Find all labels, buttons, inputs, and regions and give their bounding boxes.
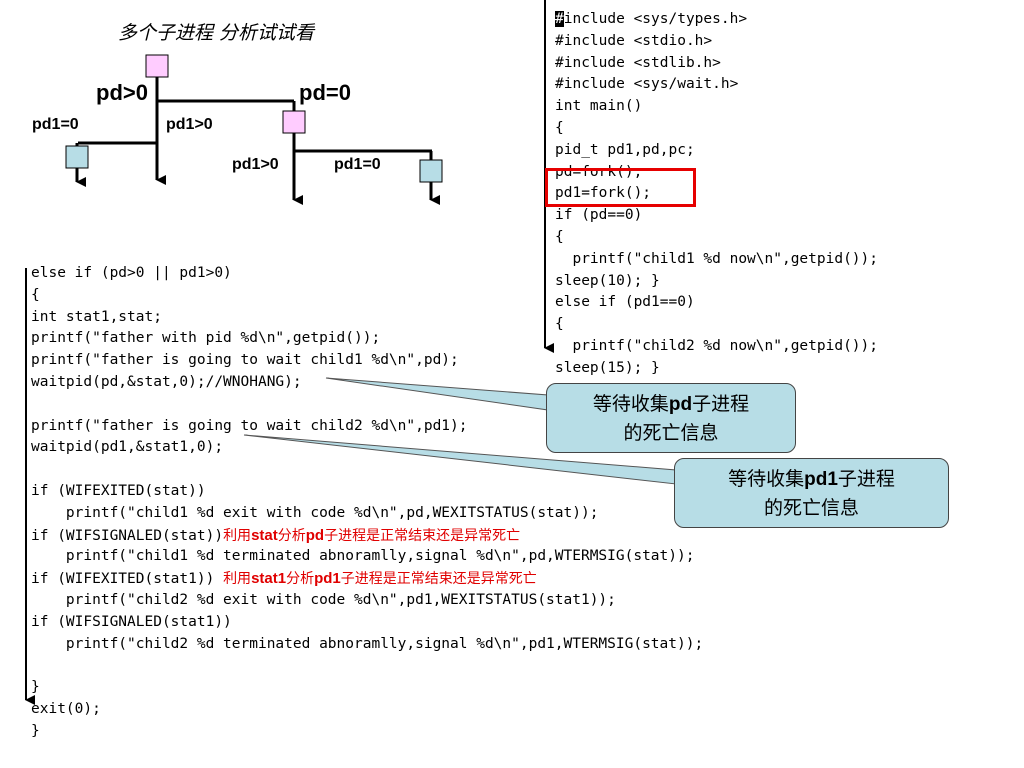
label-pd-gt0: pd>0 [96,80,148,105]
code-line: { [555,316,564,333]
code-line: printf("child1 %d exit with code %d\n",p… [31,504,599,521]
label-pd1-gt0-left: pd1>0 [166,116,213,133]
child-process-box-left [65,145,89,169]
code-line: #include <stdio.h> [555,32,713,49]
code-line: if (WIFSIGNALED(stat))利用stat分析pd子进程是正常结束… [31,526,521,544]
code-line: printf("child1 %d now\n",getpid()); [555,250,879,267]
root-process-box [145,54,169,78]
code-line: waitpid(pd,&stat,0);//WNOHANG); [31,373,302,390]
code-line: if (pd==0) [555,207,643,224]
code-line: printf("child2 %d exit with code %d\n",p… [31,591,616,608]
code-line: waitpid(pd1,&stat1,0); [31,439,224,456]
code-line: pd=fork(); [555,163,643,180]
code-block-main: #include <sys/types.h> #include <stdio.h>… [555,9,878,380]
code-line [31,459,703,481]
label-pd-eq0: pd=0 [299,80,351,105]
code-line: else if (pd>0 || pd1>0) [31,265,232,281]
code-line: sleep(10); } [555,272,660,289]
child-pd-box [282,110,306,134]
fork-highlight-box [545,168,696,207]
diagram-title: 多个子进程 分析试试看 [118,22,315,44]
code-line: { [555,228,564,245]
code-line: printf("child1 %d terminated abnoramlly,… [31,548,695,565]
code-line: int main() [555,98,643,115]
code-line: printf("father with pid %d\n",getpid()); [31,330,381,347]
label-pd1-eq0-right: pd1=0 [334,156,381,173]
note-stat: 利用stat分析pd子进程是正常结束还是异常死亡 [223,526,521,544]
code-line: exit(0); [31,700,101,717]
code-line: } [31,679,40,696]
code-line: pd1=fork(); [555,185,652,202]
callout-wait-pd1: 等待收集pd1子进程 的死亡信息 [674,458,949,528]
label-pd1-eq0-left: pd1=0 [32,116,79,133]
code-line: printf("father is going to wait child1 %… [31,352,459,369]
label-pd1-gt0-right: pd1>0 [232,156,279,173]
code-line: pid_t pd1,pd,pc; [555,141,695,158]
code-line: if (WIFSIGNALED(stat1)) [31,613,232,630]
code-line: if (WIFEXITED(stat1)) 利用stat1分析pd1子进程是正常… [31,570,537,588]
code-line: printf("child2 %d now\n",getpid()); [555,337,879,354]
code-line: { [31,286,40,303]
child-process-box-right [419,159,443,183]
code-line: if (WIFEXITED(stat)) [31,482,206,499]
code-line: sleep(15); } [555,359,660,376]
code-line [31,655,703,677]
code-line: #include <sys/types.h> [555,11,748,27]
code-line: } [31,722,40,739]
code-line: else if (pd1==0) [555,294,695,311]
code-line: #include <stdlib.h> [555,54,721,71]
code-line: int stat1,stat; [31,308,162,325]
note-stat1: 利用stat1分析pd1子进程是正常结束还是异常死亡 [223,570,537,588]
callout-wait-pd: 等待收集pd子进程 的死亡信息 [546,383,796,453]
code-line: printf("child2 %d terminated abnoramlly,… [31,635,704,652]
code-line: { [555,119,564,136]
code-line: printf("father is going to wait child2 %… [31,417,468,434]
text-cursor: # [555,11,564,27]
code-line: #include <sys/wait.h> [555,76,739,93]
code-block-parent: else if (pd>0 || pd1>0) { int stat1,stat; p… [31,263,703,743]
